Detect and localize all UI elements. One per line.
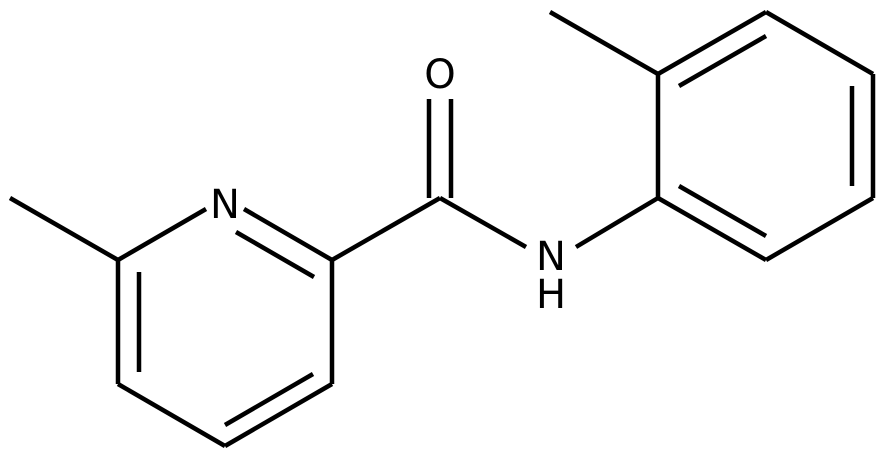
bond-c2p-c3p	[656, 10, 768, 76]
bond-c4-c5	[116, 382, 227, 448]
bond-c6-n1	[116, 207, 208, 262]
bond-n1-c2	[242, 207, 334, 262]
amide-hydrogen-label: H	[536, 272, 566, 318]
bond-c3p-c4p	[764, 10, 875, 76]
bond-c2p-methyl	[548, 10, 660, 76]
amide-nitrogen-label: N	[536, 234, 566, 280]
amide-group	[330, 99, 660, 262]
bond-carbonyl-nh	[438, 196, 528, 249]
pyridine-ring	[8, 196, 335, 448]
bond-c3-c4-inner	[223, 372, 315, 427]
bond-c2p-c3p-inner	[677, 34, 768, 88]
bond-c6p-c1p-inner	[677, 184, 768, 238]
bond-n1-c2-inner	[234, 230, 316, 279]
bond-nh-c1prime	[574, 196, 660, 249]
pyridine-nitrogen-label: N	[210, 182, 240, 228]
bond-c5p-c6p	[764, 196, 875, 262]
bond-c3-c4	[223, 382, 334, 448]
bond-methyl-c6	[8, 196, 120, 262]
tolyl-ring	[548, 10, 876, 262]
oxygen-label: O	[424, 52, 455, 98]
bond-c2-carbonyl	[330, 196, 442, 262]
bond-c6p-c1p	[656, 196, 768, 262]
